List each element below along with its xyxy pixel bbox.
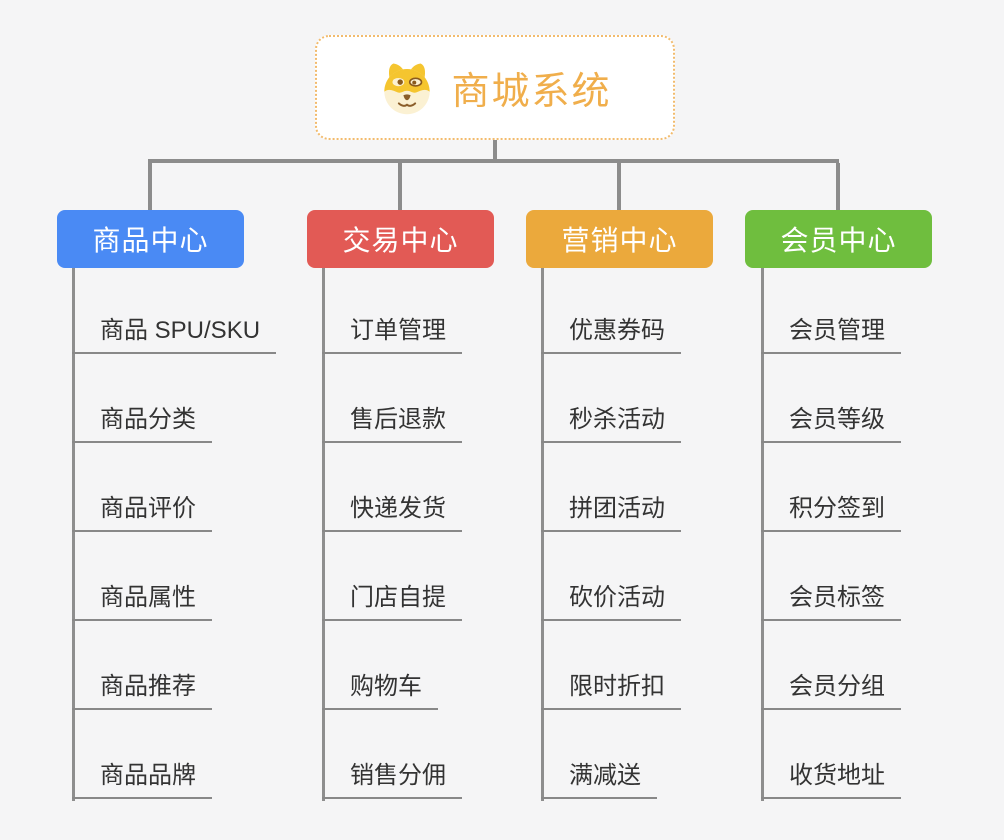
- leaf-node[interactable]: 收货地址: [761, 755, 901, 799]
- leaf-node[interactable]: 商品属性: [72, 577, 212, 621]
- leaf-node[interactable]: 购物车: [322, 666, 438, 710]
- connector-drop-4: [836, 163, 840, 210]
- connector-drop-2: [398, 163, 402, 210]
- leaf-node[interactable]: 售后退款: [322, 399, 462, 443]
- branch-node-member-center[interactable]: 会员中心: [745, 210, 932, 268]
- leaf-node[interactable]: 满减送: [541, 755, 657, 799]
- leaf-node[interactable]: 商品 SPU/SKU: [72, 310, 277, 354]
- connector-drop-3: [617, 163, 621, 210]
- leaf-node[interactable]: 订单管理: [322, 310, 462, 354]
- branch-trunk-4: [761, 268, 764, 801]
- leaf-node[interactable]: 会员标签: [761, 577, 901, 621]
- leaf-node[interactable]: 会员分组: [761, 666, 901, 710]
- branch-items-trade-center: 订单管理 售后退款 快递发货 门店自提 购物车 销售分佣: [322, 268, 462, 799]
- leaf-node[interactable]: 快递发货: [322, 488, 462, 532]
- connector-root-stem: [493, 140, 497, 163]
- leaf-node[interactable]: 优惠券码: [541, 310, 681, 354]
- leaf-node[interactable]: 会员等级: [761, 399, 901, 443]
- branch-items-marketing-center: 优惠券码 秒杀活动 拼团活动 砍价活动 限时折扣 满减送: [541, 268, 681, 799]
- leaf-node[interactable]: 商品推荐: [72, 666, 212, 710]
- leaf-node[interactable]: 会员管理: [761, 310, 901, 354]
- branch-trunk-1: [72, 268, 75, 801]
- connector-cross-bar: [148, 159, 839, 163]
- leaf-node[interactable]: 门店自提: [322, 577, 462, 621]
- connector-drop-1: [148, 163, 152, 210]
- branch-items-member-center: 会员管理 会员等级 积分签到 会员标签 会员分组 收货地址: [761, 268, 901, 799]
- leaf-node[interactable]: 拼团活动: [541, 488, 681, 532]
- shiba-dog-face-icon: [384, 63, 431, 114]
- leaf-node[interactable]: 商品分类: [72, 399, 212, 443]
- branch-trunk-2: [322, 268, 325, 801]
- leaf-node[interactable]: 商品评价: [72, 488, 212, 532]
- leaf-node[interactable]: 销售分佣: [322, 755, 462, 799]
- leaf-node[interactable]: 限时折扣: [541, 666, 681, 710]
- branch-items-product-center: 商品 SPU/SKU 商品分类 商品评价 商品属性 商品推荐 商品品牌: [72, 268, 277, 799]
- branch-node-trade-center[interactable]: 交易中心: [307, 210, 494, 268]
- leaf-node[interactable]: 秒杀活动: [541, 399, 681, 443]
- branch-trunk-3: [541, 268, 544, 801]
- leaf-node[interactable]: 积分签到: [761, 488, 901, 532]
- root-topic-node[interactable]: 商城系统: [315, 35, 675, 140]
- leaf-node[interactable]: 砍价活动: [541, 577, 681, 621]
- branch-node-product-center[interactable]: 商品中心: [57, 210, 244, 268]
- root-topic-title: 商城系统: [451, 71, 612, 113]
- leaf-node[interactable]: 商品品牌: [72, 755, 212, 799]
- branch-node-marketing-center[interactable]: 营销中心: [526, 210, 713, 268]
